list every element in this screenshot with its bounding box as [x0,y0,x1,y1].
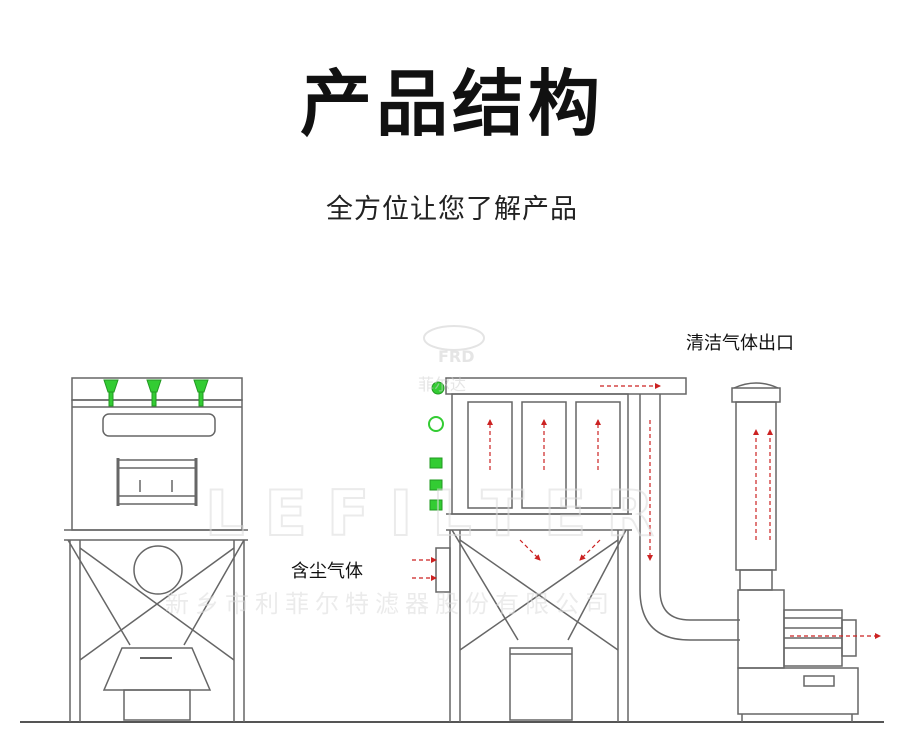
watermark-logo-text: FRD [438,347,475,366]
pulse-valves-left [103,379,209,407]
side-view-collector [64,377,248,722]
pulse-valves-right [428,381,445,511]
clean-gas-outlet-label: 清洁气体出口 [686,333,794,354]
watermark-logo-icon [423,325,485,351]
watermark-logo-cn: 菲尔达 [418,375,466,394]
airflow-arrows [412,383,881,639]
dusty-gas-inlet-label: 含尘气体 [291,561,363,582]
page-subtitle: 全方位让您了解产品 [326,194,578,225]
watermark: FRD 菲尔达 LEFILTER 新乡市利菲尔特滤器股份有限公司 [165,325,674,618]
watermark-company: 新乡市利菲尔特滤器股份有限公司 [165,590,615,618]
watermark-brand: LEFILTER [205,477,674,550]
page-title: 产品结构 [299,62,604,146]
front-view-collector [435,377,859,722]
